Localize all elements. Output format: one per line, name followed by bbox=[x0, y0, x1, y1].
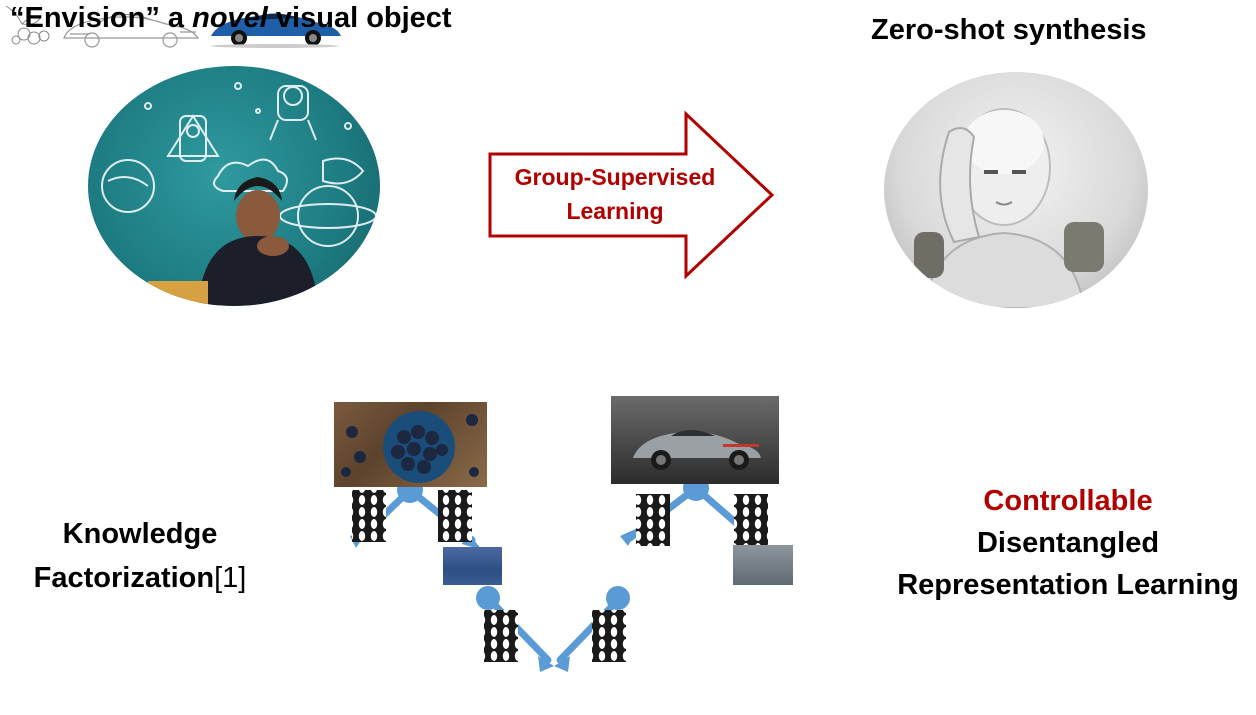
grey-sea-texture-image bbox=[733, 545, 793, 585]
car-sketch-image bbox=[63, 13, 200, 48]
arrow-shape bbox=[488, 110, 775, 280]
envision-novel: novel bbox=[192, 2, 268, 34]
node-bottom-left bbox=[476, 586, 500, 610]
envision-title: “Envision” a novel visual object bbox=[10, 2, 452, 35]
controllable-line: Controllable bbox=[983, 485, 1153, 517]
robot-illustration bbox=[914, 108, 1104, 308]
encoder-block-5 bbox=[484, 610, 518, 662]
blueberries-image bbox=[334, 402, 487, 487]
encoder-block-4 bbox=[734, 494, 768, 546]
disentangled-line: Disentangled bbox=[976, 527, 1160, 559]
synthesized-blue-car-image bbox=[210, 13, 341, 48]
porsche-image bbox=[611, 396, 779, 484]
envision-prefix: “Envision” a bbox=[10, 2, 193, 34]
blue-sea-texture-image bbox=[443, 547, 502, 585]
factorization-word: Factorization bbox=[33, 562, 215, 594]
kid-envisioning-image bbox=[88, 66, 380, 306]
factorization-tree bbox=[350, 475, 768, 672]
arrow-label: Group-Supervised Learning bbox=[490, 160, 740, 228]
arrowhead-bottom-right bbox=[554, 656, 570, 672]
arrowhead-right-1 bbox=[620, 528, 638, 546]
robot-thinking-image bbox=[884, 72, 1148, 308]
knowledge-line: Knowledge bbox=[62, 518, 218, 550]
encoder-block-6 bbox=[592, 610, 626, 662]
envision-suffix: visual object bbox=[267, 2, 452, 34]
zero-shot-title: Zero-shot synthesis bbox=[871, 14, 1147, 46]
knowledge-factorization-label: Knowledge Factorization[1] bbox=[0, 512, 280, 600]
node-bottom-right bbox=[606, 586, 630, 610]
blueberries-illustration bbox=[341, 411, 479, 483]
kid-illustration bbox=[101, 82, 377, 306]
encoder-block-3 bbox=[636, 494, 670, 546]
arrowhead-bottom-left bbox=[538, 656, 554, 672]
encoder-block-1 bbox=[352, 490, 386, 542]
arrow-label-line2: Learning bbox=[566, 198, 664, 224]
group-supervised-arrow bbox=[488, 110, 775, 280]
factorization-line: Factorization[1] bbox=[0, 556, 280, 600]
porsche-illustration bbox=[633, 430, 761, 470]
controllable-label: Controllable Disentangled Representation… bbox=[880, 480, 1256, 606]
encoder-block-2 bbox=[438, 490, 472, 542]
representation-line: Representation Learning bbox=[897, 569, 1239, 601]
citation-ref: [1] bbox=[214, 562, 247, 594]
blueberry-sketch-image bbox=[5, 5, 50, 45]
arrow-label-line1: Group-Supervised bbox=[514, 164, 716, 190]
